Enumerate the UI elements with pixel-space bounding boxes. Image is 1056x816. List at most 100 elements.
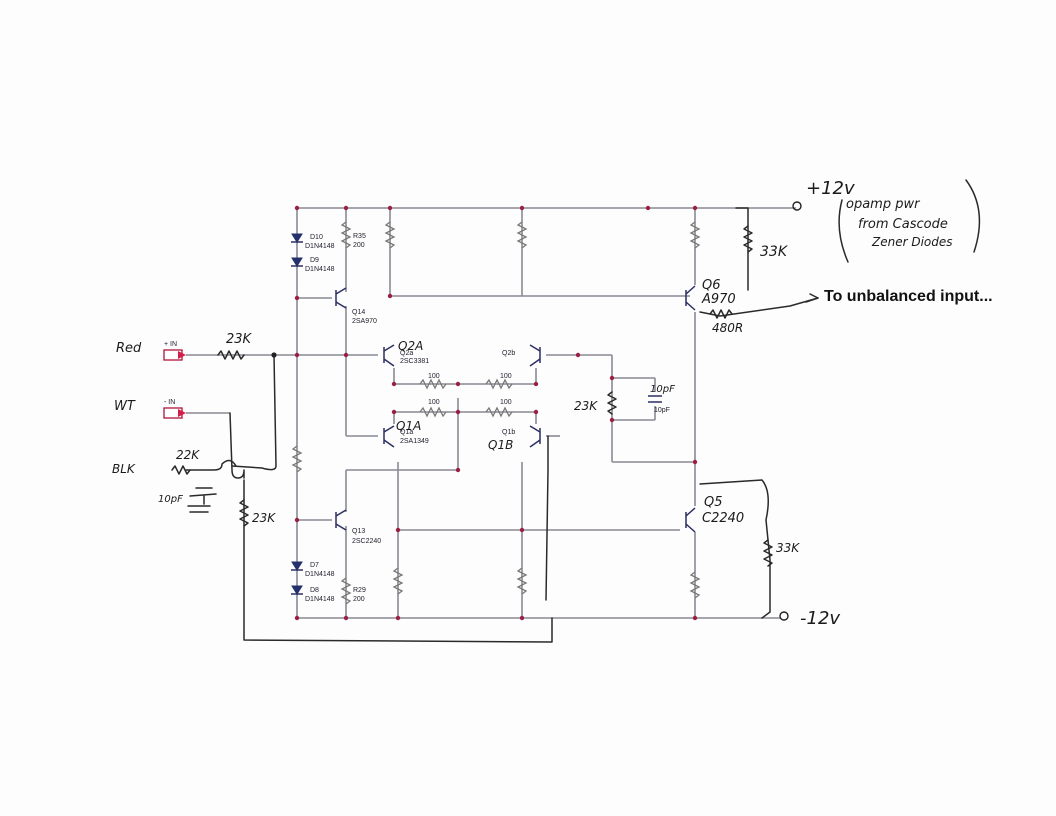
opamp-note-line-1: opamp pwr	[846, 197, 921, 212]
d9-part-label: D1N4148	[305, 266, 335, 273]
wt-wire-label: WT	[114, 399, 136, 414]
q5-emitter-resistor	[689, 571, 701, 599]
d9-label: D9	[310, 257, 319, 264]
r35-value: 200	[353, 242, 365, 249]
r-q5-value: 33K	[776, 541, 800, 555]
bias-resistor-left	[384, 221, 396, 249]
feedback-capacitor	[648, 395, 662, 403]
negative-supply-label: -12v	[800, 608, 840, 629]
transistors	[335, 285, 696, 533]
transistor-q5	[685, 507, 696, 533]
negative-supply-terminal	[779, 611, 789, 621]
diode-d7	[291, 561, 303, 571]
q6-part-label: A970	[701, 292, 736, 307]
d8-part-label: D1N4148	[305, 596, 335, 603]
q2a-part-label: 2SC3381	[400, 358, 429, 365]
d7-part-label: D1N4148	[305, 571, 335, 578]
r100-top-left	[419, 378, 447, 390]
input-pin-plus: + IN	[163, 341, 186, 361]
r-out-value: 480R	[712, 321, 743, 335]
r35-resistor	[340, 221, 352, 249]
q2a-label: Q2a	[400, 350, 413, 357]
r-in-resistor	[217, 350, 245, 360]
cap-blk-value: 10pF	[158, 494, 183, 505]
r-in-value: 23K	[226, 332, 253, 347]
diode-d8	[291, 585, 303, 595]
r-out-resistor	[709, 309, 733, 319]
transistor-q1a	[383, 425, 395, 448]
r100-top-right-label: 100	[500, 373, 512, 380]
printed-labels: D10 D1N4148 D9 D1N4148 R35 200 Q14 2SA97…	[305, 233, 670, 603]
red-wire-label: Red	[116, 341, 142, 356]
r100-top-left-label: 100	[428, 373, 440, 380]
blk-wire-label: BLK	[112, 462, 136, 476]
r100-top-right	[485, 378, 513, 390]
r29-resistor	[340, 577, 352, 605]
positive-supply-terminal	[792, 201, 802, 211]
cap-fb-value: 10pF	[650, 384, 675, 395]
transistor-q2b	[529, 344, 541, 367]
r35-label: R35	[353, 233, 366, 240]
q5-label: Q5	[704, 495, 723, 510]
unbalanced-input-note: To unbalanced input...	[824, 288, 993, 305]
pin-in-plus-label: + IN	[164, 341, 177, 348]
r-q6-value: 33K	[760, 244, 789, 260]
d10-label: D10	[310, 234, 323, 241]
q1b-hand-label: Q1B	[488, 438, 513, 452]
q6-label: Q6	[702, 278, 721, 293]
q1a-label: Q1a	[400, 429, 413, 436]
r-fb-resistor	[607, 391, 617, 415]
r-q5-resistor	[763, 539, 773, 567]
r100-bottom-left-label: 100	[428, 399, 440, 406]
transistor-q14	[335, 287, 347, 309]
q1a-hand-label: Q1A	[396, 419, 421, 433]
lower-resistor-right	[516, 567, 528, 595]
resistors	[171, 221, 773, 605]
d7-label: D7	[310, 562, 319, 569]
d10-part-label: D1N4148	[305, 243, 335, 250]
opamp-note-line-2: from Cascode	[858, 217, 948, 232]
junction-dots	[271, 205, 698, 621]
transistor-q13	[335, 509, 347, 531]
q14-label: Q14	[352, 309, 365, 316]
r-fb-value: 23K	[574, 399, 598, 413]
r100-bottom-right	[485, 406, 513, 418]
left-rail-resistor	[291, 445, 303, 473]
q1a-part-label: 2SA1349	[400, 438, 429, 445]
printed-wires	[186, 207, 796, 619]
q5-part-label: C2240	[702, 511, 744, 526]
r29-label: R29	[353, 587, 366, 594]
r-bias-resistor	[239, 499, 249, 527]
cap-printed-label: 10pF	[654, 407, 670, 414]
q13-label: Q13	[352, 528, 365, 535]
bias-resistor-right	[516, 221, 528, 249]
r-q6-resistor	[743, 225, 753, 253]
handwritten-labels: Red WT BLK 23K 22K 10pF 23K 23K 10pF Q2A…	[112, 178, 953, 629]
q2a-hand-label-left: Q2A	[398, 339, 423, 353]
diodes	[291, 233, 303, 595]
opamp-note-line-3: Zener Diodes	[871, 235, 953, 249]
input-pin-minus: - IN	[163, 399, 186, 419]
d8-label: D8	[310, 587, 319, 594]
r100-bottom-right-label: 100	[500, 399, 512, 406]
q1b-label: Q1b	[502, 429, 515, 436]
q2b-label: Q2b	[502, 350, 515, 357]
r29-value: 200	[353, 596, 365, 603]
r100-bottom-left	[419, 406, 447, 418]
diode-d9	[291, 257, 303, 267]
transistor-q1b	[529, 425, 541, 448]
hand-drawn-wires	[185, 179, 981, 643]
q13-part-label: 2SC2240	[352, 538, 381, 545]
r-bias-value: 23K	[252, 511, 276, 525]
transistor-q6	[685, 285, 696, 311]
positive-supply-label: +12v	[806, 178, 855, 199]
diode-d10	[291, 233, 303, 243]
q14-part-label: 2SA970	[352, 318, 377, 325]
q6-emitter-resistor	[689, 221, 701, 249]
r-blk-value: 22K	[176, 448, 200, 462]
r-blk-resistor	[171, 465, 191, 475]
transistor-q2a	[383, 344, 395, 367]
lower-resistor-left	[392, 567, 404, 595]
